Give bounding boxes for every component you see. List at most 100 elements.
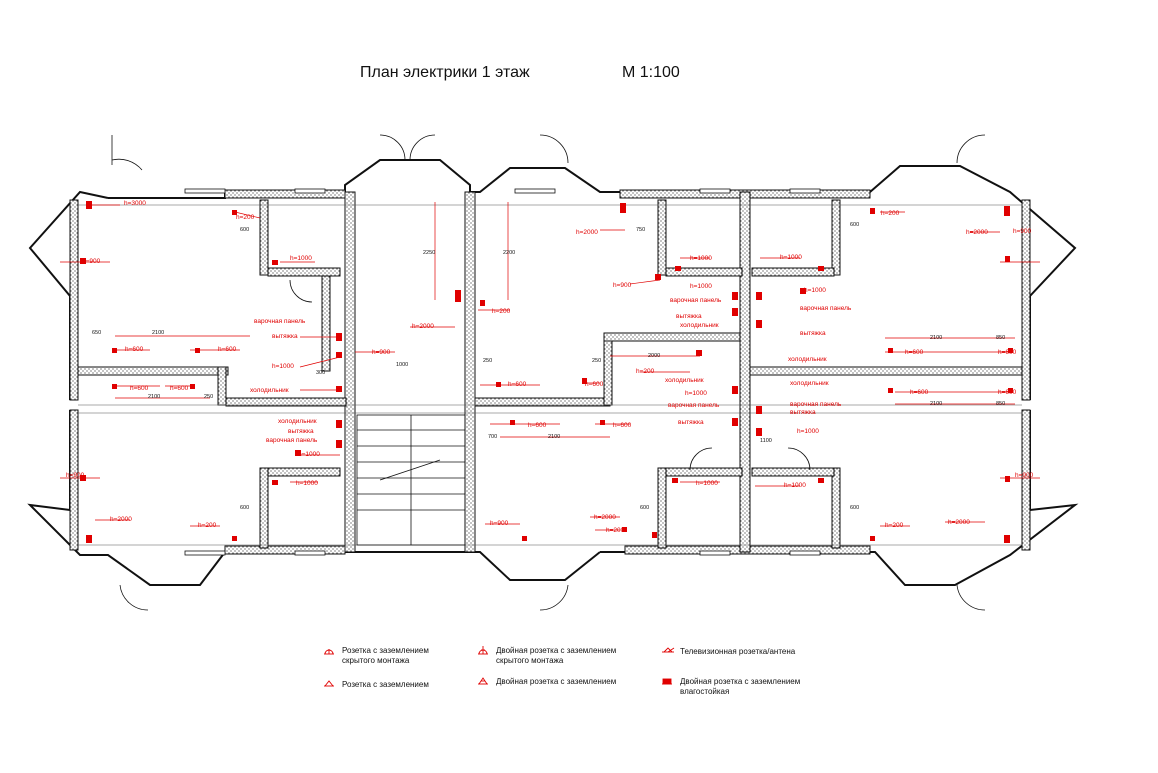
height-label: h=2000 (948, 519, 970, 526)
dimension-label: 2000 (648, 353, 661, 359)
height-label: h=2000 (576, 229, 598, 236)
socket-icon (336, 420, 342, 428)
door-arc (689, 447, 713, 471)
height-label: h=1000 (296, 480, 318, 487)
wall-seg (69, 199, 79, 401)
socket-icon (496, 382, 501, 387)
height-label: h=200 (885, 522, 904, 529)
height-label: h=3000 (124, 200, 146, 207)
wall-top-center-b (470, 167, 620, 193)
height-label: h=600 (528, 422, 547, 429)
wall-seg (603, 332, 613, 406)
dimension-label: 600 (640, 505, 650, 511)
height-label: h=600 (910, 389, 929, 396)
dimension-label: 250 (204, 394, 214, 400)
socket-icon (1008, 388, 1013, 393)
dimension-label: 600 (240, 227, 250, 233)
dimension-label: 650 (92, 330, 102, 336)
height-label: h=600 (125, 346, 144, 353)
height-label: h=200 (236, 214, 255, 221)
socket-icon (652, 532, 657, 538)
height-label: h=1000 (685, 390, 707, 397)
wall-bottom-left (27, 410, 345, 586)
wall-seg (657, 467, 667, 549)
legend-item: Двойная розетка с заземлением (496, 677, 616, 687)
socket-icon (336, 440, 342, 448)
wall-seg (665, 467, 743, 477)
socket-icon (756, 406, 762, 414)
socket-icon (600, 420, 605, 425)
socket-icon (112, 348, 117, 353)
legend-item: Розетка с заземлением скрытого монтажа (342, 646, 429, 666)
dimension-label: 600 (850, 505, 860, 511)
height-label: h=2000 (412, 323, 434, 330)
socket-icon (818, 266, 824, 271)
socket-icon (272, 260, 278, 265)
dimension-label: 1100 (760, 438, 772, 444)
height-label: h=1000 (696, 480, 718, 487)
socket-icon (1005, 256, 1010, 262)
wall-seg (751, 467, 835, 477)
socket-icon (582, 378, 587, 384)
dimension-label: 2200 (503, 250, 516, 256)
socket-icon (510, 420, 515, 425)
wall-seg (267, 267, 341, 277)
wall-seg (225, 397, 347, 407)
wall-seg (224, 545, 346, 555)
socket-icon (1004, 535, 1010, 543)
dimension-label: 600 (850, 222, 860, 228)
height-label: h=600 (130, 385, 149, 392)
legend-symbols (324, 646, 675, 687)
height-label: h=200 (636, 368, 655, 375)
dimension-label: 700 (488, 434, 498, 440)
socket-icon (620, 203, 626, 213)
dimension-label: 2100 (548, 434, 561, 440)
height-label: h=200 (198, 522, 217, 529)
plan-title: План электрики 1 этаж (360, 64, 530, 81)
socket-icon (232, 210, 237, 215)
wall-seg (603, 332, 741, 342)
height-label: h=900 (1013, 228, 1032, 235)
socket-icon (756, 428, 762, 436)
legend-item: Двойная розетка с заземлением влагостойк… (680, 677, 800, 697)
socket-icon (86, 201, 92, 209)
height-label: h=1000 (272, 363, 294, 370)
height-label: h=600 (998, 389, 1017, 396)
socket-icon (732, 386, 738, 394)
dimension-label: 750 (636, 227, 646, 233)
height-label: h=1000 (298, 451, 320, 458)
fixture-label: вытяжка (800, 330, 826, 337)
wall-seg (259, 199, 269, 276)
legend-text: Двойная розетка с заземлением влагостойк… (680, 677, 801, 696)
wall-seg (464, 191, 476, 553)
fixture-label: варочная панель (254, 318, 306, 325)
dimension-label: 1000 (396, 362, 409, 368)
socket-icon (522, 536, 527, 541)
socket-icon (295, 450, 301, 456)
socket-icon (800, 288, 806, 294)
fixture-label: варочная панель (800, 305, 852, 312)
socket-icon (655, 274, 661, 280)
socket-icon (756, 292, 762, 300)
socket-icon (80, 475, 86, 481)
fixture-label: холодильник (680, 322, 719, 329)
socket-icon (190, 384, 195, 389)
height-label: h=600 (998, 349, 1017, 356)
height-label: h=1000 (780, 254, 802, 261)
socket-icon (1005, 476, 1010, 482)
socket-icon (480, 300, 485, 306)
legend-text: Розетка с заземлением (342, 680, 429, 689)
wall-seg (831, 199, 841, 276)
fixture-label: холодильник (788, 356, 827, 363)
socket-icon (818, 478, 824, 483)
socket-icon (336, 333, 342, 341)
height-label: h=600 (170, 385, 189, 392)
windows (184, 188, 821, 556)
height-label: h=1000 (797, 428, 819, 435)
door-arc (956, 584, 986, 611)
wall-seg (1021, 199, 1031, 401)
height-label: h=900 (66, 472, 85, 479)
dimension-label: 2250 (423, 250, 436, 256)
height-label: h=900 (490, 520, 509, 527)
